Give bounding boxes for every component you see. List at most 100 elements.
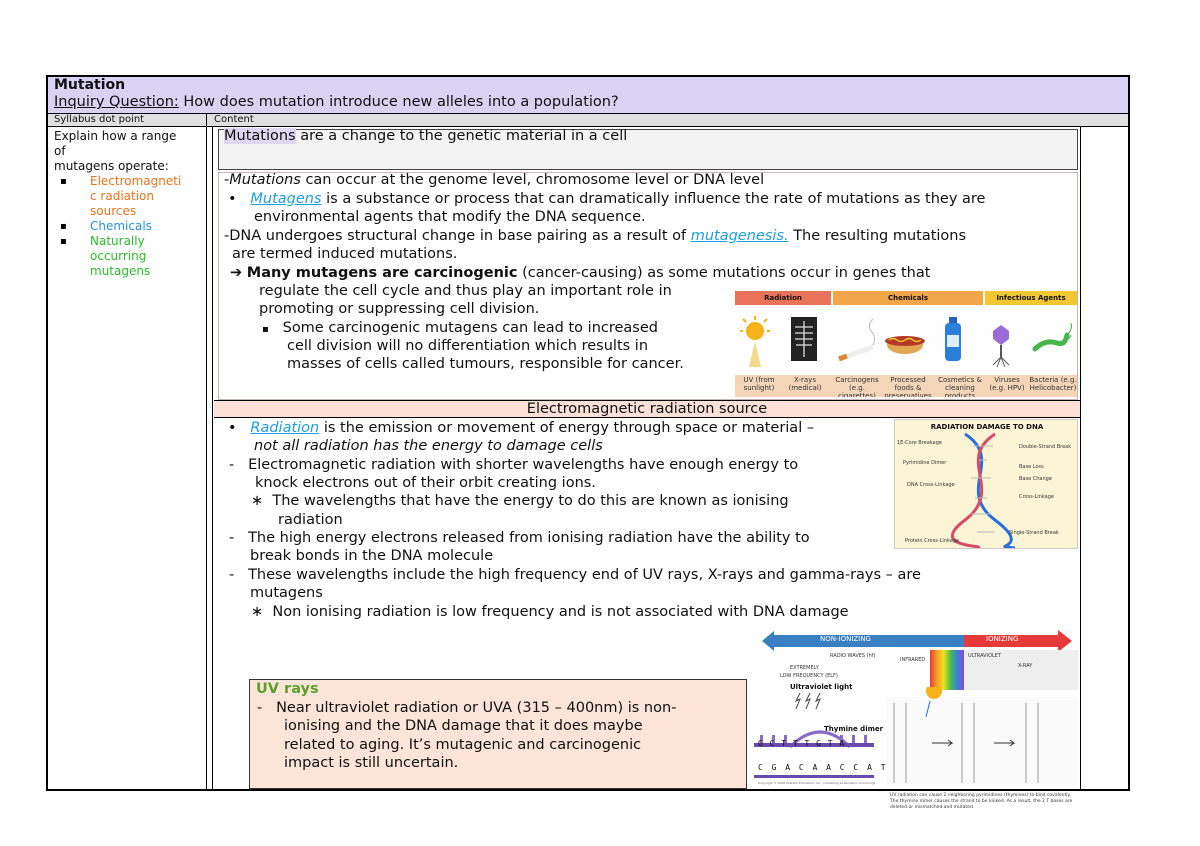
dna-damage-figure: RADIATION DAMAGE TO DNA 1E-Core Breakage… bbox=[894, 419, 1078, 549]
note-line: environmental agents that modify the DNA… bbox=[254, 209, 646, 225]
figure-label: ULTRAVIOLET bbox=[968, 653, 1002, 659]
asterisk-icon: ∗ bbox=[251, 493, 264, 509]
line-text: Non ionising radiation is low frequency … bbox=[272, 604, 849, 620]
table-header bbox=[48, 77, 1128, 114]
line-text: The high energy electrons released from … bbox=[248, 530, 810, 546]
mutagen-types-figure: Radiation Chemicals Infectious Agents UV… bbox=[735, 291, 1077, 397]
asterisk-icon: ∗ bbox=[251, 604, 264, 620]
bold-text: Many mutagens are carcinogenic bbox=[246, 265, 518, 281]
mutagenesis-link[interactable]: mutagenesis. bbox=[690, 228, 789, 244]
figure-caption: Viruses (e.g. HPV) bbox=[989, 376, 1025, 392]
italic-term: Mutations bbox=[229, 172, 301, 188]
uv-rays-box bbox=[249, 679, 747, 789]
figure-title: RADIATION DAMAGE TO DNA bbox=[930, 423, 1044, 431]
virus-icon bbox=[992, 325, 1010, 368]
visible-spectrum-band bbox=[930, 650, 964, 690]
figure-label: Base Change bbox=[1019, 476, 1052, 482]
figure-label: INFRARED bbox=[900, 657, 926, 663]
definition-rest: are a change to the genetic material in … bbox=[295, 128, 628, 144]
note-line: • Radiation is the emission or movement … bbox=[228, 419, 814, 438]
cigarette-icon bbox=[838, 318, 876, 362]
thymine-dimer-diagram bbox=[754, 687, 1078, 787]
note-line: regulate the cell cycle and thus play an… bbox=[259, 283, 672, 299]
figure-label: Pyrimidine Dimer bbox=[903, 460, 947, 466]
dash: - bbox=[224, 172, 230, 188]
note-line: promoting or suppressing cell division. bbox=[259, 301, 540, 317]
list-item-line: mutagens bbox=[90, 264, 151, 278]
figure-caption: X-rays (medical) bbox=[788, 376, 822, 392]
note-line: impact is still uncertain. bbox=[284, 755, 459, 771]
note-line: are termed induced mutations. bbox=[232, 246, 458, 262]
dash: - bbox=[229, 567, 235, 583]
figure-caption: Processed foods & preservatives bbox=[884, 376, 932, 397]
figure-footnote: UV radiation can cause 2 neighboring pyr… bbox=[890, 793, 1073, 810]
xray-band bbox=[964, 650, 1078, 690]
figure-header-radiation: Radiation bbox=[735, 291, 831, 305]
line-text: can occur at the genome level, chromosom… bbox=[300, 172, 765, 188]
inquiry-question: Inquiry Question: How does mutation intr… bbox=[54, 94, 619, 110]
definition-box bbox=[218, 129, 1078, 170]
hotdog-icon bbox=[885, 336, 925, 354]
figure-header-chemicals: Chemicals bbox=[833, 291, 983, 305]
column-header-syllabus: Syllabus dot point bbox=[54, 114, 145, 125]
square-bullet-icon: ▪ bbox=[262, 324, 269, 335]
uv-rays-heading: UV rays bbox=[256, 681, 319, 697]
figure-label: Double-Strand Break bbox=[1019, 444, 1072, 450]
dash: - bbox=[257, 700, 263, 716]
line-text: (cancer-causing) as some mutations occur… bbox=[517, 265, 931, 281]
note-line: ∗ The wavelengths that have the energy t… bbox=[251, 492, 789, 511]
figure-label: IONIZING bbox=[986, 635, 1019, 643]
line-text: -DNA undergoes structural change in base… bbox=[224, 228, 691, 244]
figure-label: LOW FREQUENCY (ELF) bbox=[780, 673, 838, 679]
note-line: -DNA undergoes structural change in base… bbox=[224, 227, 966, 246]
bullet-icon: • bbox=[228, 191, 237, 207]
section-heading: Electromagnetic radiation source bbox=[214, 400, 1080, 418]
note-line: • Mutagens is a substance or process tha… bbox=[228, 190, 985, 209]
list-item-line: Electromagneti bbox=[90, 174, 182, 188]
spectrum-arrow bbox=[762, 630, 1072, 652]
figure-label: DNA Cross-Linkage bbox=[907, 482, 955, 488]
definition-text: Mutations are a change to the genetic ma… bbox=[224, 128, 627, 144]
note-line: break bonds in the DNA molecule bbox=[250, 548, 494, 564]
line-text: is the emission or movement of energy th… bbox=[319, 420, 815, 436]
page-title: Mutation bbox=[54, 77, 126, 93]
figure-label: NON-IONIZING bbox=[820, 635, 871, 643]
column-divider bbox=[212, 127, 213, 790]
inquiry-label: Inquiry Question: bbox=[54, 94, 179, 110]
line-text: is a substance or process that can drama… bbox=[321, 191, 986, 207]
figure-header-infectious: Infectious Agents bbox=[985, 291, 1077, 305]
syllabus-intro-line: Explain how a range bbox=[54, 129, 177, 143]
uv-spectrum-figure: NON-IONIZING IONIZING RADIO WAVES (hf) I… bbox=[750, 627, 1078, 792]
note-line: related to aging. It’s mutagenic and car… bbox=[284, 737, 642, 753]
syllabus-dot-point: Explain how a range of mutagens operate:… bbox=[54, 129, 204, 279]
xray-icon bbox=[791, 317, 817, 361]
figure-label: Single-Strand Break bbox=[1009, 530, 1059, 536]
sun-icon bbox=[740, 316, 770, 367]
note-line: mutagens bbox=[250, 585, 323, 601]
mutagens-link[interactable]: Mutagens bbox=[250, 191, 322, 207]
list-item-line: occurring bbox=[90, 249, 147, 263]
note-line: masses of cells called tumours, responsi… bbox=[287, 356, 684, 372]
syllabus-intro-line: mutagens operate: bbox=[54, 159, 169, 173]
bullet-icon: • bbox=[228, 420, 237, 436]
figure-label: X-RAY bbox=[1018, 663, 1033, 669]
line-text: The wavelengths that have the energy to … bbox=[272, 493, 789, 509]
line-text: These wavelengths include the high frequ… bbox=[248, 567, 921, 583]
figure-label: Ultraviolet light bbox=[790, 683, 853, 691]
radiation-link[interactable]: Radiation bbox=[250, 420, 320, 436]
note-line: - Electromagnetic radiation with shorter… bbox=[229, 456, 798, 475]
column-divider bbox=[206, 114, 207, 790]
column-divider bbox=[1080, 127, 1081, 790]
bacteria-icon bbox=[1032, 322, 1072, 352]
figure-caption: Carcinogens (e.g. cigarettes) bbox=[835, 376, 879, 397]
figure-label: EXTREMELY bbox=[790, 665, 819, 671]
bottle-icon bbox=[945, 317, 961, 361]
syllabus-intro-line: of bbox=[54, 144, 66, 158]
worksheet-table bbox=[46, 75, 1130, 791]
dna-sequence-bottom: C G A C A A C C A T bbox=[758, 763, 888, 772]
note-line: radiation bbox=[278, 512, 343, 528]
list-item-line: sources bbox=[90, 204, 137, 218]
dna-sequence-top: G C T T T G T A bbox=[758, 739, 846, 748]
figure-caption-row bbox=[735, 375, 1077, 397]
list-item-line: c radiation bbox=[90, 189, 154, 203]
